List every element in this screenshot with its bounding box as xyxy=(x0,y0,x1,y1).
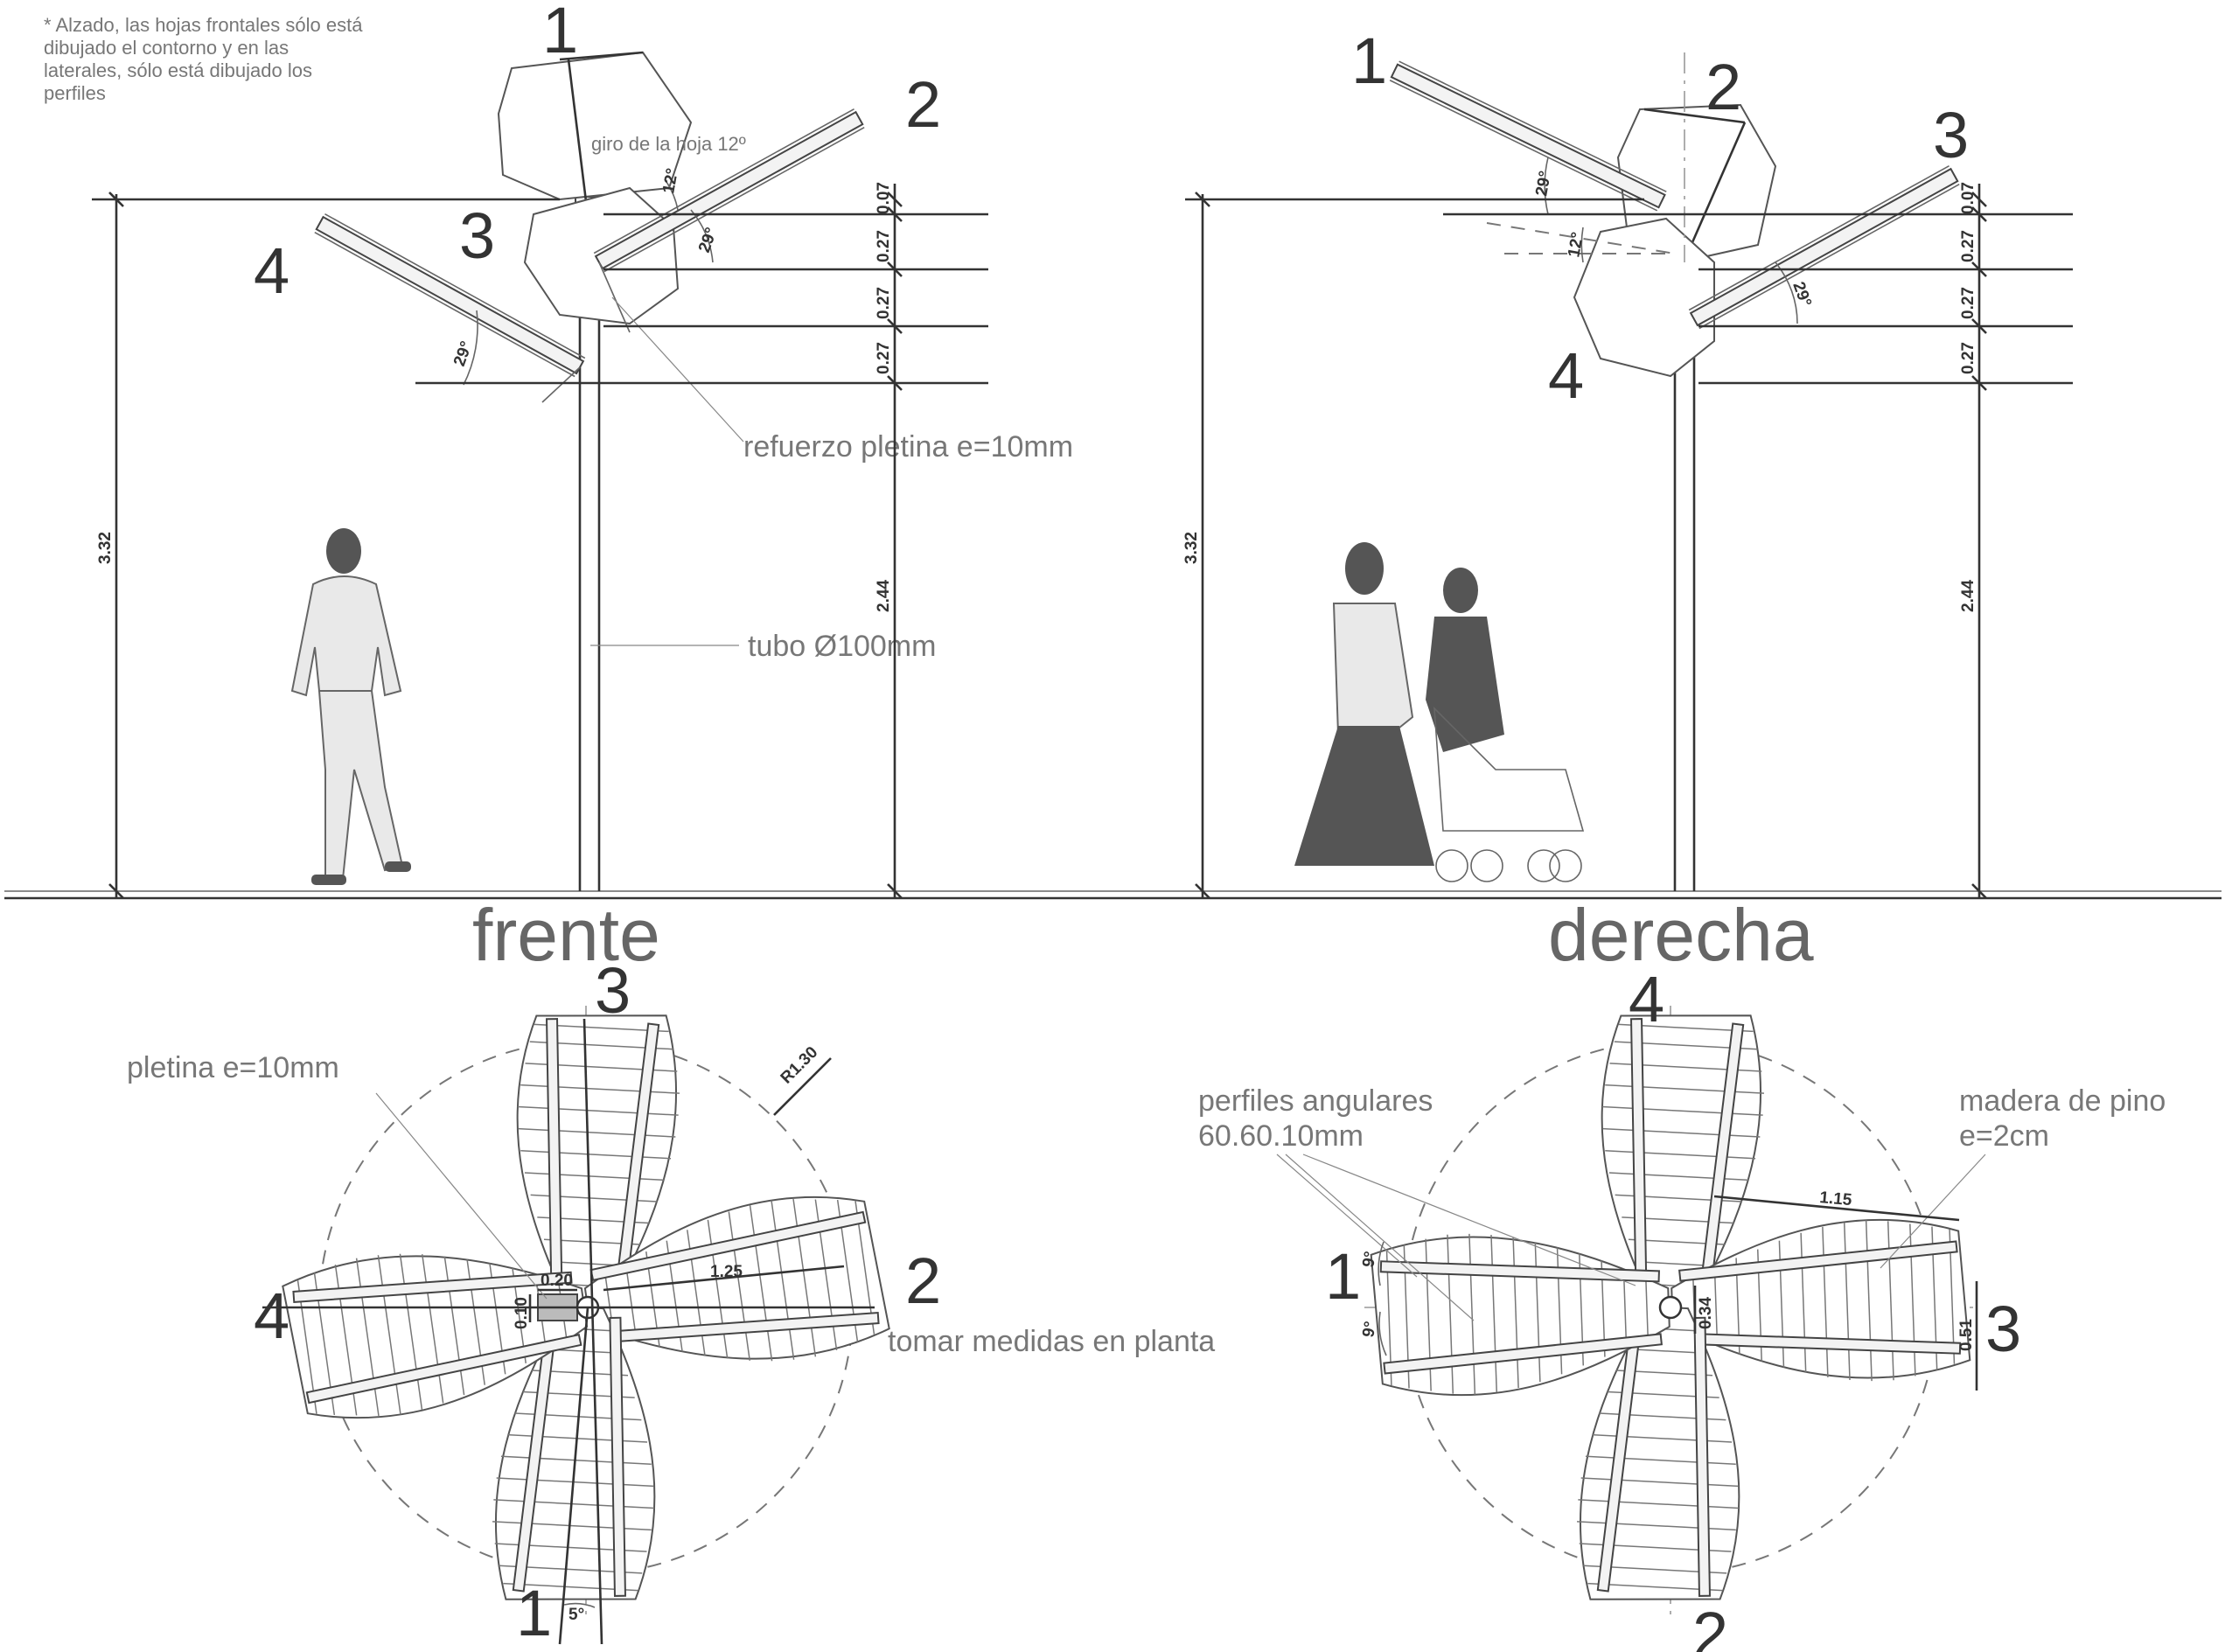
leaf-number: 2 xyxy=(905,1244,941,1317)
front-plan: 3 2 1 4 pletina e=10mm tomar medidas en … xyxy=(127,954,1215,1649)
dim-label: 2.44 xyxy=(875,580,893,612)
angle-label: 12° xyxy=(1565,231,1587,259)
dim-label: 1.25 xyxy=(710,1263,743,1281)
leaf-number: 2 xyxy=(905,68,941,141)
dim-label: 0.27 xyxy=(875,287,893,319)
measure-label: tomar medidas en planta xyxy=(888,1325,1215,1358)
ground-line xyxy=(4,890,2222,900)
right-plan: 4 3 2 1 perfiles angulares 60.60.10mm ma… xyxy=(1198,963,2166,1652)
wood-label: madera de pino xyxy=(1959,1084,2166,1118)
reinforcement-label: refuerzo pletina e=10mm xyxy=(743,430,1073,464)
plate-label: pletina e=10mm xyxy=(127,1051,339,1084)
angle-label: 9° xyxy=(1359,1320,1380,1339)
leaf-number: 1 xyxy=(542,0,578,66)
dim-label: 0.20 xyxy=(541,1272,573,1290)
dim-label: 3.32 xyxy=(1182,532,1201,564)
leaf-1-profile xyxy=(1389,60,1668,212)
angle-label: 5° xyxy=(568,1606,584,1624)
leaf-number: 2 xyxy=(1692,1599,1728,1652)
dim-label: 0.51 xyxy=(1957,1319,1976,1351)
leaf-number: 1 xyxy=(1325,1240,1361,1313)
angle-label: 29° xyxy=(1532,170,1555,198)
total-height-dimension: 3.32 xyxy=(96,192,124,899)
rotation-label: giro de la hoja 12º xyxy=(591,133,746,155)
general-note: * Alzado, las hojas frontales sólo está … xyxy=(44,14,363,104)
leaf-number: 3 xyxy=(1933,99,1969,171)
view-title: frente xyxy=(472,894,660,976)
dim-label: 0.07 xyxy=(1959,182,1977,214)
person-figure xyxy=(290,528,411,885)
dim-label: 0.27 xyxy=(1959,287,1977,319)
view-title: derecha xyxy=(1548,894,1814,976)
leaf-number: 3 xyxy=(459,199,495,272)
dim-label: 2.44 xyxy=(1959,580,1977,612)
dim-label: 0.27 xyxy=(1959,342,1977,374)
dim-label: R1.30 xyxy=(778,1043,822,1088)
angle-label: 29° xyxy=(695,226,722,255)
people-with-stroller xyxy=(1294,542,1585,882)
leaf-number: 1 xyxy=(1351,24,1387,97)
leaf-1-outline xyxy=(497,51,693,202)
note-line: dibujado el contorno y en las xyxy=(44,37,289,59)
profiles-size-label: 60.60.10mm xyxy=(1198,1119,1364,1153)
dim-label: 0.27 xyxy=(1959,230,1977,262)
profiles-label: perfiles angulares xyxy=(1198,1084,1433,1118)
leaf-4-outline xyxy=(1573,217,1715,378)
right-elevation: 1 2 3 4 29° 12° 29° 0.07 0.27 0.27 0.27 xyxy=(1182,24,2073,976)
dimension-chain: 0.07 0.27 0.27 0.27 2.44 xyxy=(875,182,903,899)
dimension-chain: 0.07 0.27 0.27 0.27 2.44 xyxy=(1959,182,1987,899)
angle-label: 12° xyxy=(659,167,682,195)
note-line: laterales, sólo está dibujado los xyxy=(44,59,312,81)
note-line: perfiles xyxy=(44,82,106,104)
leaf-number: 4 xyxy=(1629,963,1664,1035)
leaf-number: 4 xyxy=(254,1279,289,1352)
dim-label: 0.07 xyxy=(875,182,893,214)
leaf-number: 4 xyxy=(1548,339,1584,412)
angle-label: 9° xyxy=(1359,1250,1380,1269)
front-elevation: 1 2 3 4 giro de la hoja 12º refuerzo ple… xyxy=(92,0,1073,976)
leaf-number: 4 xyxy=(254,234,289,307)
tube-label: tubo Ø100mm xyxy=(748,630,936,663)
dim-label: 0.27 xyxy=(875,230,893,262)
wood-size-label: e=2cm xyxy=(1959,1119,2049,1153)
leaf-number: 1 xyxy=(516,1577,552,1649)
angle-label: 29° xyxy=(1789,280,1815,310)
dim-label: 3.32 xyxy=(96,532,115,564)
leaf-number: 3 xyxy=(595,954,631,1027)
note-line: * Alzado, las hojas frontales sólo está xyxy=(44,14,363,36)
dim-label: 0.27 xyxy=(875,342,893,374)
total-height-dimension: 3.32 xyxy=(1182,192,1210,899)
dim-label: 1.15 xyxy=(1819,1188,1853,1209)
dim-label: 0.10 xyxy=(513,1297,531,1329)
dim-label: 0.34 xyxy=(1697,1297,1715,1329)
leaf-number: 2 xyxy=(1705,51,1741,123)
leaf-number: 3 xyxy=(1985,1293,2021,1365)
